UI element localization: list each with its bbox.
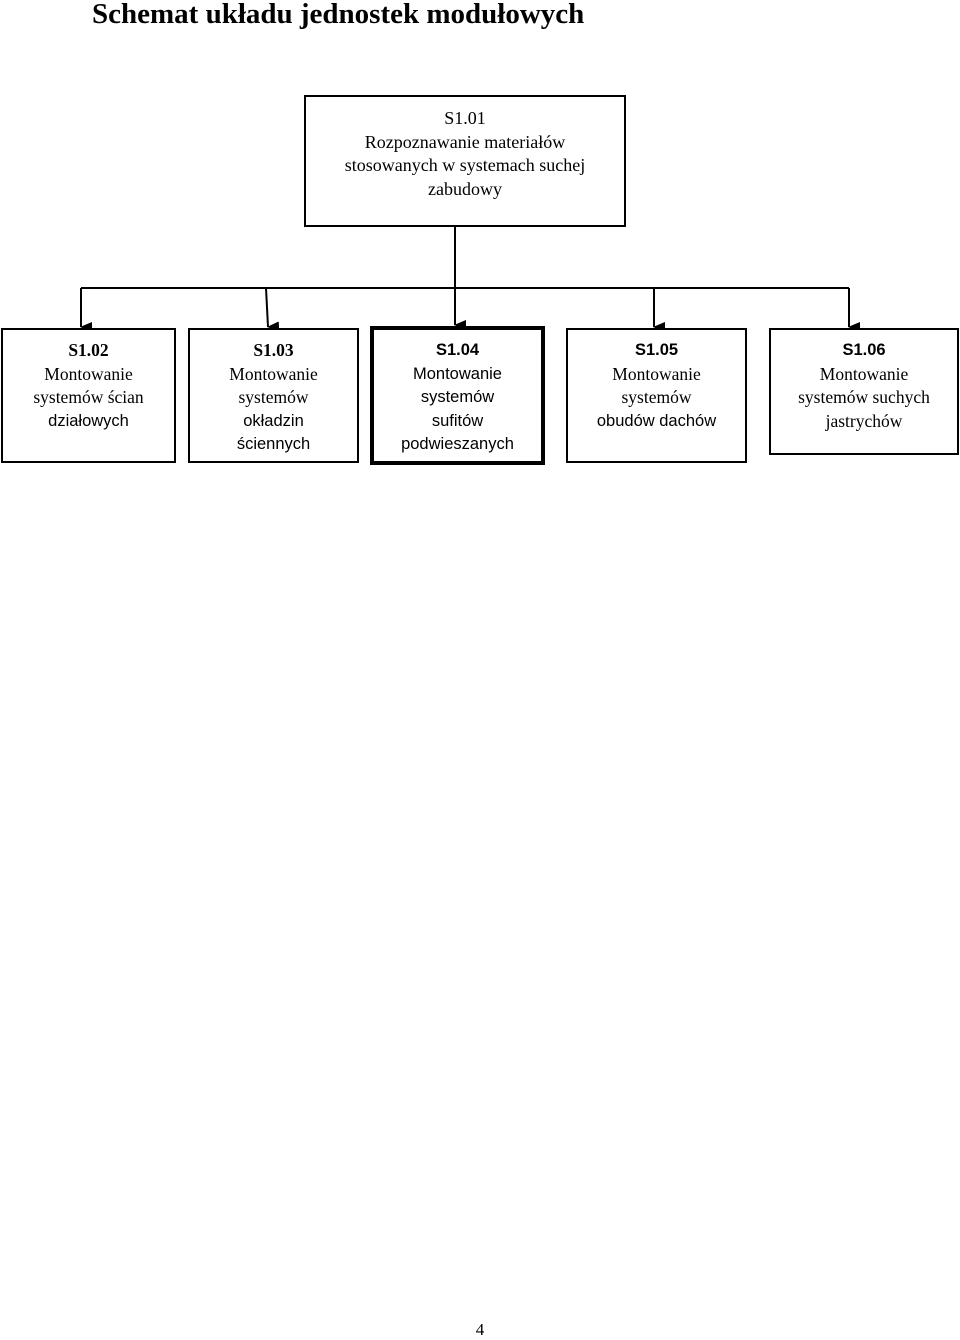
module-text-line: zabudowy — [428, 178, 502, 199]
module-text-line: Montowanie — [44, 363, 133, 384]
module-text-line: ściennych — [236, 435, 311, 453]
module-text-line: Montowanie — [819, 363, 909, 384]
module-code: S1.04 — [435, 341, 480, 359]
module-box-s1-02: S1.02 Montowanie systemów ścian działowy… — [1, 328, 176, 463]
page-number: 4 — [475, 1320, 485, 1339]
module-box-s1-03: S1.03 Montowanie systemów okładzin ścien… — [188, 328, 359, 463]
module-text-line: Montowanie — [229, 363, 318, 384]
module-code: S1.06 — [842, 341, 886, 359]
module-text-line: jastrychów — [825, 410, 903, 431]
module-text-line: systemów suchych — [798, 387, 930, 407]
module-text-line: podwieszanych — [401, 435, 514, 453]
connector-lines — [80, 227, 860, 332]
module-text-line: stosowanych w systemach suchej — [344, 155, 586, 175]
module-text-line: systemów — [420, 388, 495, 406]
module-text-line: Montowanie — [612, 363, 701, 384]
module-text-line: Montowanie — [413, 364, 502, 383]
module-box-s1-04: S1.04 Montowanie systemów sufitów podwie… — [370, 326, 545, 465]
module-text-line: systemów — [621, 387, 692, 407]
module-code: S1.03 — [253, 340, 294, 360]
module-text-line: systemów — [238, 387, 309, 407]
module-box-s1-01: S1.01 Rozpoznawanie materiałów stosowany… — [304, 95, 626, 227]
module-code: S1.01 — [444, 108, 486, 128]
module-text-line: Rozpoznawanie materiałów — [364, 131, 566, 152]
module-code: S1.02 — [68, 340, 109, 360]
arrow-to-s1-03 — [265, 287, 280, 332]
module-text-line: działowych — [48, 411, 129, 430]
module-text-line: systemów ścian — [33, 387, 144, 407]
module-box-s1-06: S1.06 Montowanie systemów suchych jastry… — [769, 328, 959, 455]
module-text-line: okładzin — [243, 411, 304, 430]
module-box-s1-05: S1.05 Montowanie systemów obudów dachów — [566, 328, 747, 463]
module-text-line: sufitów — [431, 411, 484, 430]
module-text-line: obudów dachów — [596, 411, 717, 430]
page-title: Schemat układu jednostek modułowych — [92, 0, 585, 30]
module-code: S1.05 — [634, 341, 679, 359]
